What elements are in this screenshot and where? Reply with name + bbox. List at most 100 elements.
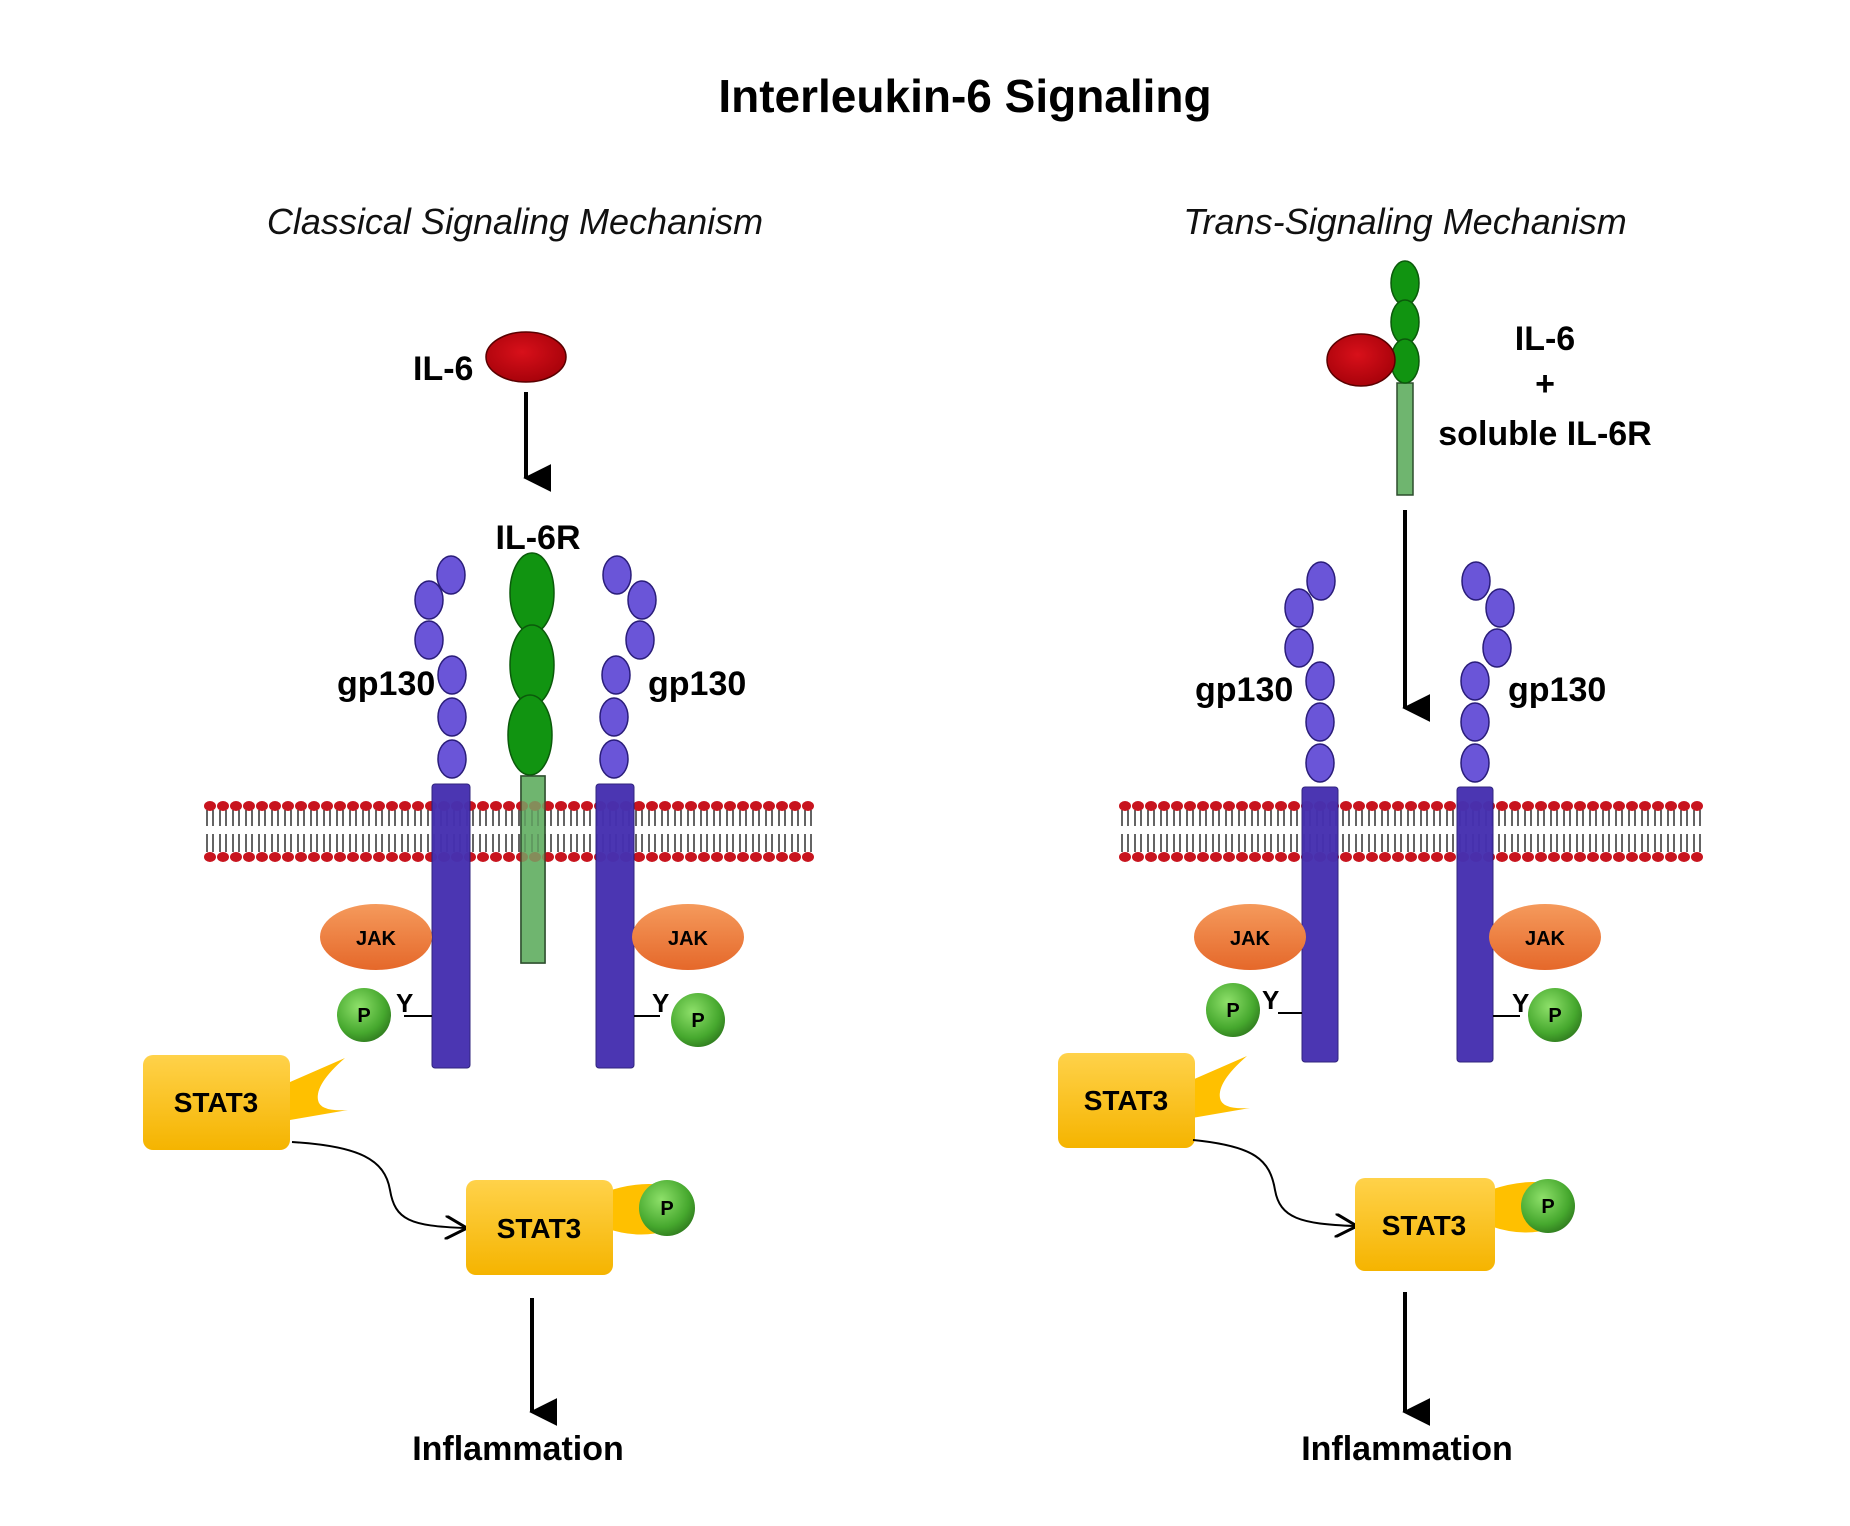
lipid-tail [1368, 834, 1376, 852]
classical-il6-label: IL-6 [413, 350, 473, 388]
lipid-tail [1420, 834, 1428, 852]
lipid-head [1665, 852, 1677, 862]
lipid-tail [1394, 810, 1402, 826]
lipid-tail [570, 810, 578, 826]
lipid-head [490, 801, 502, 811]
lipid-tail [219, 810, 227, 826]
lipid-head [334, 801, 346, 811]
lipid-tail [1628, 810, 1636, 826]
lipid-head [399, 852, 411, 862]
lipid-tail [1563, 834, 1571, 852]
lipid-head [1626, 801, 1638, 811]
lipid-tail [336, 810, 344, 826]
lipid-tail [362, 834, 370, 852]
lipid-head [1262, 852, 1274, 862]
classical-outcome: Inflammation [412, 1430, 624, 1468]
lipid-tail [544, 834, 552, 852]
lipid-head [1158, 852, 1170, 862]
lipid-head [386, 852, 398, 862]
lipid-tail [219, 834, 227, 852]
lipid-head [1574, 852, 1586, 862]
lipid-tail [687, 810, 695, 826]
lipid-head [1574, 801, 1586, 811]
lipid-tail [1641, 834, 1649, 852]
lipid-tail [479, 834, 487, 852]
lipid-head [1392, 801, 1404, 811]
lipid-tail [388, 810, 396, 826]
trans-stat3-inactive [1058, 1053, 1250, 1148]
lipid-tail [1498, 810, 1506, 826]
lipid-tail [648, 810, 656, 826]
lipid-head [659, 852, 671, 862]
lipid-head [555, 852, 567, 862]
lipid-tail [1576, 810, 1584, 826]
lipid-head [1197, 801, 1209, 811]
lipid-tail [1186, 810, 1194, 826]
lipid-head [1613, 852, 1625, 862]
lipid-head [1145, 801, 1157, 811]
lipid-head [1561, 852, 1573, 862]
lipid-head [477, 801, 489, 811]
trans-translocation-arrow [1192, 1139, 1355, 1226]
lipid-tail [1654, 810, 1662, 826]
lipid-tail [1212, 810, 1220, 826]
lipid-tail [1654, 834, 1662, 852]
lipid-head [1132, 852, 1144, 862]
lipid-head [1119, 852, 1131, 862]
lipid-tail [1667, 834, 1675, 852]
trans-gp130-right-stalk [1456, 786, 1494, 1063]
lipid-tail [557, 834, 565, 852]
lipid-tail [1173, 834, 1181, 852]
lipid-tail [271, 834, 279, 852]
lipid-head [230, 801, 242, 811]
lipid-tail [570, 834, 578, 852]
classical-phospho-left-label: P [357, 1005, 370, 1027]
lipid-head [1600, 852, 1612, 862]
lipid-tail [726, 810, 734, 826]
lipid-tail [1290, 810, 1298, 826]
lipid-tail [1199, 810, 1207, 826]
lipid-tail [1537, 834, 1545, 852]
lipid-tail [1407, 834, 1415, 852]
classical-panel: Classical Signaling Mechanism IL-6 IL-6R… [143, 201, 814, 1468]
lipid-head [1548, 852, 1560, 862]
lipid-tail [1589, 810, 1597, 826]
lipid-head [750, 801, 762, 811]
lipid-tail [1160, 834, 1168, 852]
lipid-tail [1147, 834, 1155, 852]
trans-phospho-left [1206, 983, 1260, 1037]
lipid-head [763, 852, 775, 862]
lipid-tail [1251, 810, 1259, 826]
lipid-head [1444, 852, 1456, 862]
lipid-tail [583, 834, 591, 852]
lipid-tail [505, 810, 513, 826]
classical-gp130-right-label: gp130 [648, 665, 746, 703]
lipid-head [1366, 801, 1378, 811]
lipid-tail [791, 810, 799, 826]
lipid-tail [1602, 810, 1610, 826]
trans-gp130-left-label: gp130 [1195, 671, 1293, 709]
lipid-tail [739, 810, 747, 826]
trans-gp130-left [1284, 561, 1336, 783]
lipid-head [269, 852, 281, 862]
lipid-tail [1251, 834, 1259, 852]
lipid-tail [1147, 810, 1155, 826]
lipid-head [295, 801, 307, 811]
lipid-tail [1511, 810, 1519, 826]
lipid-tail [336, 834, 344, 852]
lipid-head [1652, 801, 1664, 811]
trans-panel: Trans-Signaling Mechanism IL-6 + soluble… [1058, 201, 1703, 1468]
lipid-head [711, 852, 723, 862]
lipid-head [1600, 801, 1612, 811]
lipid-tail [206, 834, 214, 852]
lipid-head [1548, 801, 1560, 811]
lipid-head [1210, 801, 1222, 811]
lipid-tail [1693, 834, 1701, 852]
lipid-tail [1563, 810, 1571, 826]
trans-membrane [1119, 801, 1703, 862]
lipid-head [1535, 852, 1547, 862]
lipid-head [282, 852, 294, 862]
lipid-head [802, 852, 814, 862]
lipid-head [360, 852, 372, 862]
